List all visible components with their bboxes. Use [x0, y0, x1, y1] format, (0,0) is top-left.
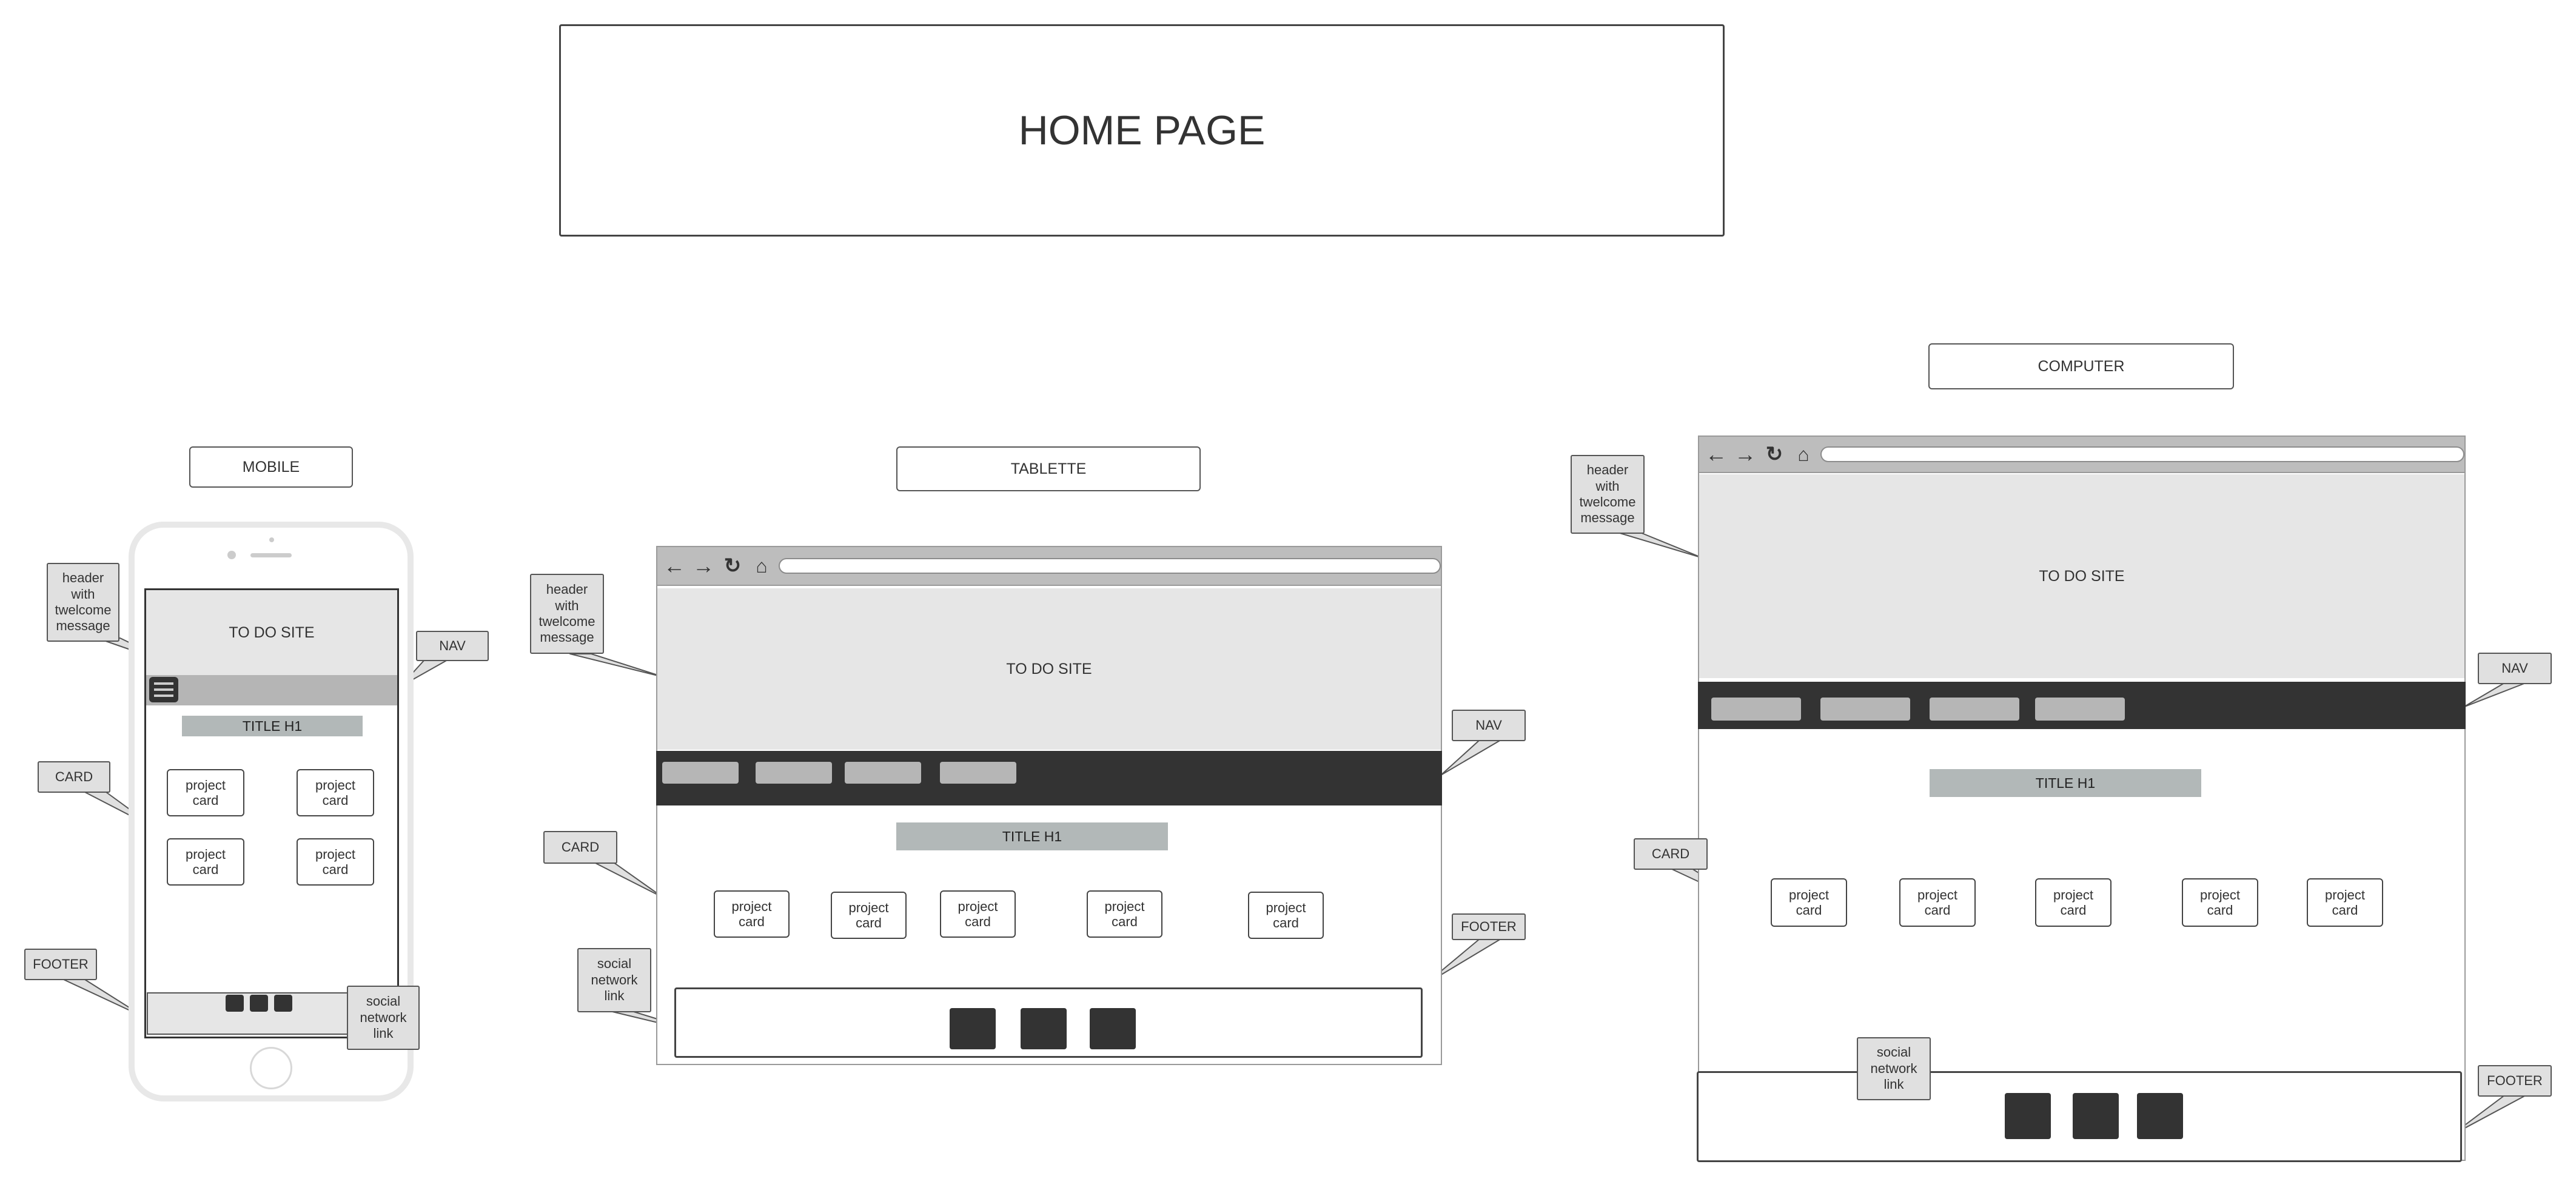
callout-social: social network link — [1857, 1037, 1931, 1100]
nav-item[interactable] — [1930, 698, 2019, 721]
page-title: HOME PAGE — [1018, 107, 1266, 153]
callout-header: header with twelcome message — [1571, 455, 1645, 534]
mobile-project-card[interactable]: project card — [297, 838, 374, 886]
mobile-label: MOBILE — [189, 446, 353, 488]
home-icon[interactable]: ⌂ — [756, 554, 768, 577]
social-link-icon[interactable] — [1021, 1008, 1067, 1049]
social-link-icon[interactable] — [1090, 1008, 1136, 1049]
tablet-project-card[interactable]: project card — [940, 890, 1016, 938]
tablet-toolbar: ← → ↻ ⌂ — [657, 547, 1441, 586]
mobile-project-card[interactable]: project card — [167, 769, 244, 816]
social-link-icon[interactable] — [2137, 1093, 2183, 1139]
callout-tail — [1617, 532, 1703, 559]
tablet-project-card[interactable]: project card — [714, 890, 790, 938]
social-link-icon[interactable] — [226, 995, 244, 1012]
nav-item[interactable] — [940, 762, 1016, 784]
nav-item[interactable] — [845, 762, 921, 784]
social-link-icon[interactable] — [950, 1008, 996, 1049]
computer-project-card[interactable]: project card — [2035, 878, 2111, 927]
tablet-label: TABLETTE — [896, 446, 1201, 491]
social-link-icon[interactable] — [2005, 1093, 2051, 1139]
callout-footer: FOOTER — [2478, 1065, 2552, 1097]
callout-nav: NAV — [1452, 710, 1526, 741]
computer-project-card[interactable]: project card — [1771, 878, 1847, 927]
mobile-header: TO DO SITE — [146, 590, 397, 675]
mobile-camera — [227, 551, 236, 559]
tablet-header: TO DO SITE — [657, 588, 1441, 750]
callout-nav: NAV — [416, 631, 489, 661]
mobile-speaker — [250, 553, 292, 557]
arrow-left-icon[interactable]: ← — [1705, 442, 1727, 466]
callout-card: CARD — [543, 831, 617, 864]
callout-card: CARD — [38, 761, 110, 793]
refresh-icon[interactable]: ↻ — [1765, 443, 1783, 466]
callout-social: social network link — [347, 986, 420, 1050]
computer-project-card[interactable]: project card — [2307, 878, 2383, 927]
tablet-project-card[interactable]: project card — [1087, 890, 1162, 938]
social-link-icon[interactable] — [250, 995, 268, 1012]
nav-item[interactable] — [1711, 698, 1801, 721]
social-link-icon[interactable] — [274, 995, 292, 1012]
mobile-project-card[interactable]: project card — [297, 769, 374, 816]
mobile-home-button — [250, 1047, 292, 1089]
callout-tail — [594, 862, 664, 898]
url-bar[interactable] — [779, 558, 1441, 574]
arrow-left-icon[interactable]: ← — [663, 553, 685, 578]
mobile-sensor — [269, 537, 274, 542]
arrow-right-icon[interactable]: → — [693, 553, 714, 578]
computer-title-h1: TITLE H1 — [1930, 769, 2201, 797]
page-title-box: HOME PAGE — [559, 24, 1725, 237]
tablet-project-card[interactable]: project card — [1248, 892, 1324, 939]
callout-tail — [569, 653, 666, 678]
nav-item[interactable] — [2035, 698, 2125, 721]
arrow-right-icon[interactable]: → — [1734, 442, 1756, 466]
url-bar[interactable] — [1820, 446, 2464, 462]
mobile-project-card[interactable]: project card — [167, 838, 244, 886]
social-link-icon[interactable] — [2073, 1093, 2119, 1139]
callout-tail — [1440, 739, 1501, 776]
home-icon[interactable]: ⌂ — [1797, 443, 1810, 465]
callout-header: header with twelcome message — [530, 574, 604, 654]
callout-nav: NAV — [2478, 653, 2552, 684]
nav-item[interactable] — [756, 762, 832, 784]
mobile-title-h1: TITLE H1 — [182, 716, 363, 736]
computer-label: COMPUTER — [1928, 343, 2234, 389]
callout-card: CARD — [1634, 838, 1708, 870]
callout-footer: FOOTER — [24, 949, 97, 980]
nav-item[interactable] — [662, 762, 739, 784]
callout-footer: FOOTER — [1452, 913, 1526, 940]
refresh-icon[interactable]: ↻ — [723, 554, 742, 577]
nav-item[interactable] — [1820, 698, 1910, 721]
mobile-nav — [146, 675, 397, 705]
tablet-title-h1: TITLE H1 — [896, 822, 1168, 850]
hamburger-menu-icon[interactable] — [149, 677, 178, 702]
tablet-project-card[interactable]: project card — [831, 892, 907, 939]
computer-project-card[interactable]: project card — [1899, 878, 1976, 927]
computer-project-card[interactable]: project card — [2182, 878, 2258, 927]
callout-social: social network link — [577, 948, 651, 1012]
callout-header: header with twelcome message — [47, 563, 119, 642]
computer-header: TO DO SITE — [1699, 474, 2464, 678]
computer-toolbar: ← → ↻ ⌂ — [1699, 437, 2464, 473]
callout-tail — [2463, 682, 2526, 708]
